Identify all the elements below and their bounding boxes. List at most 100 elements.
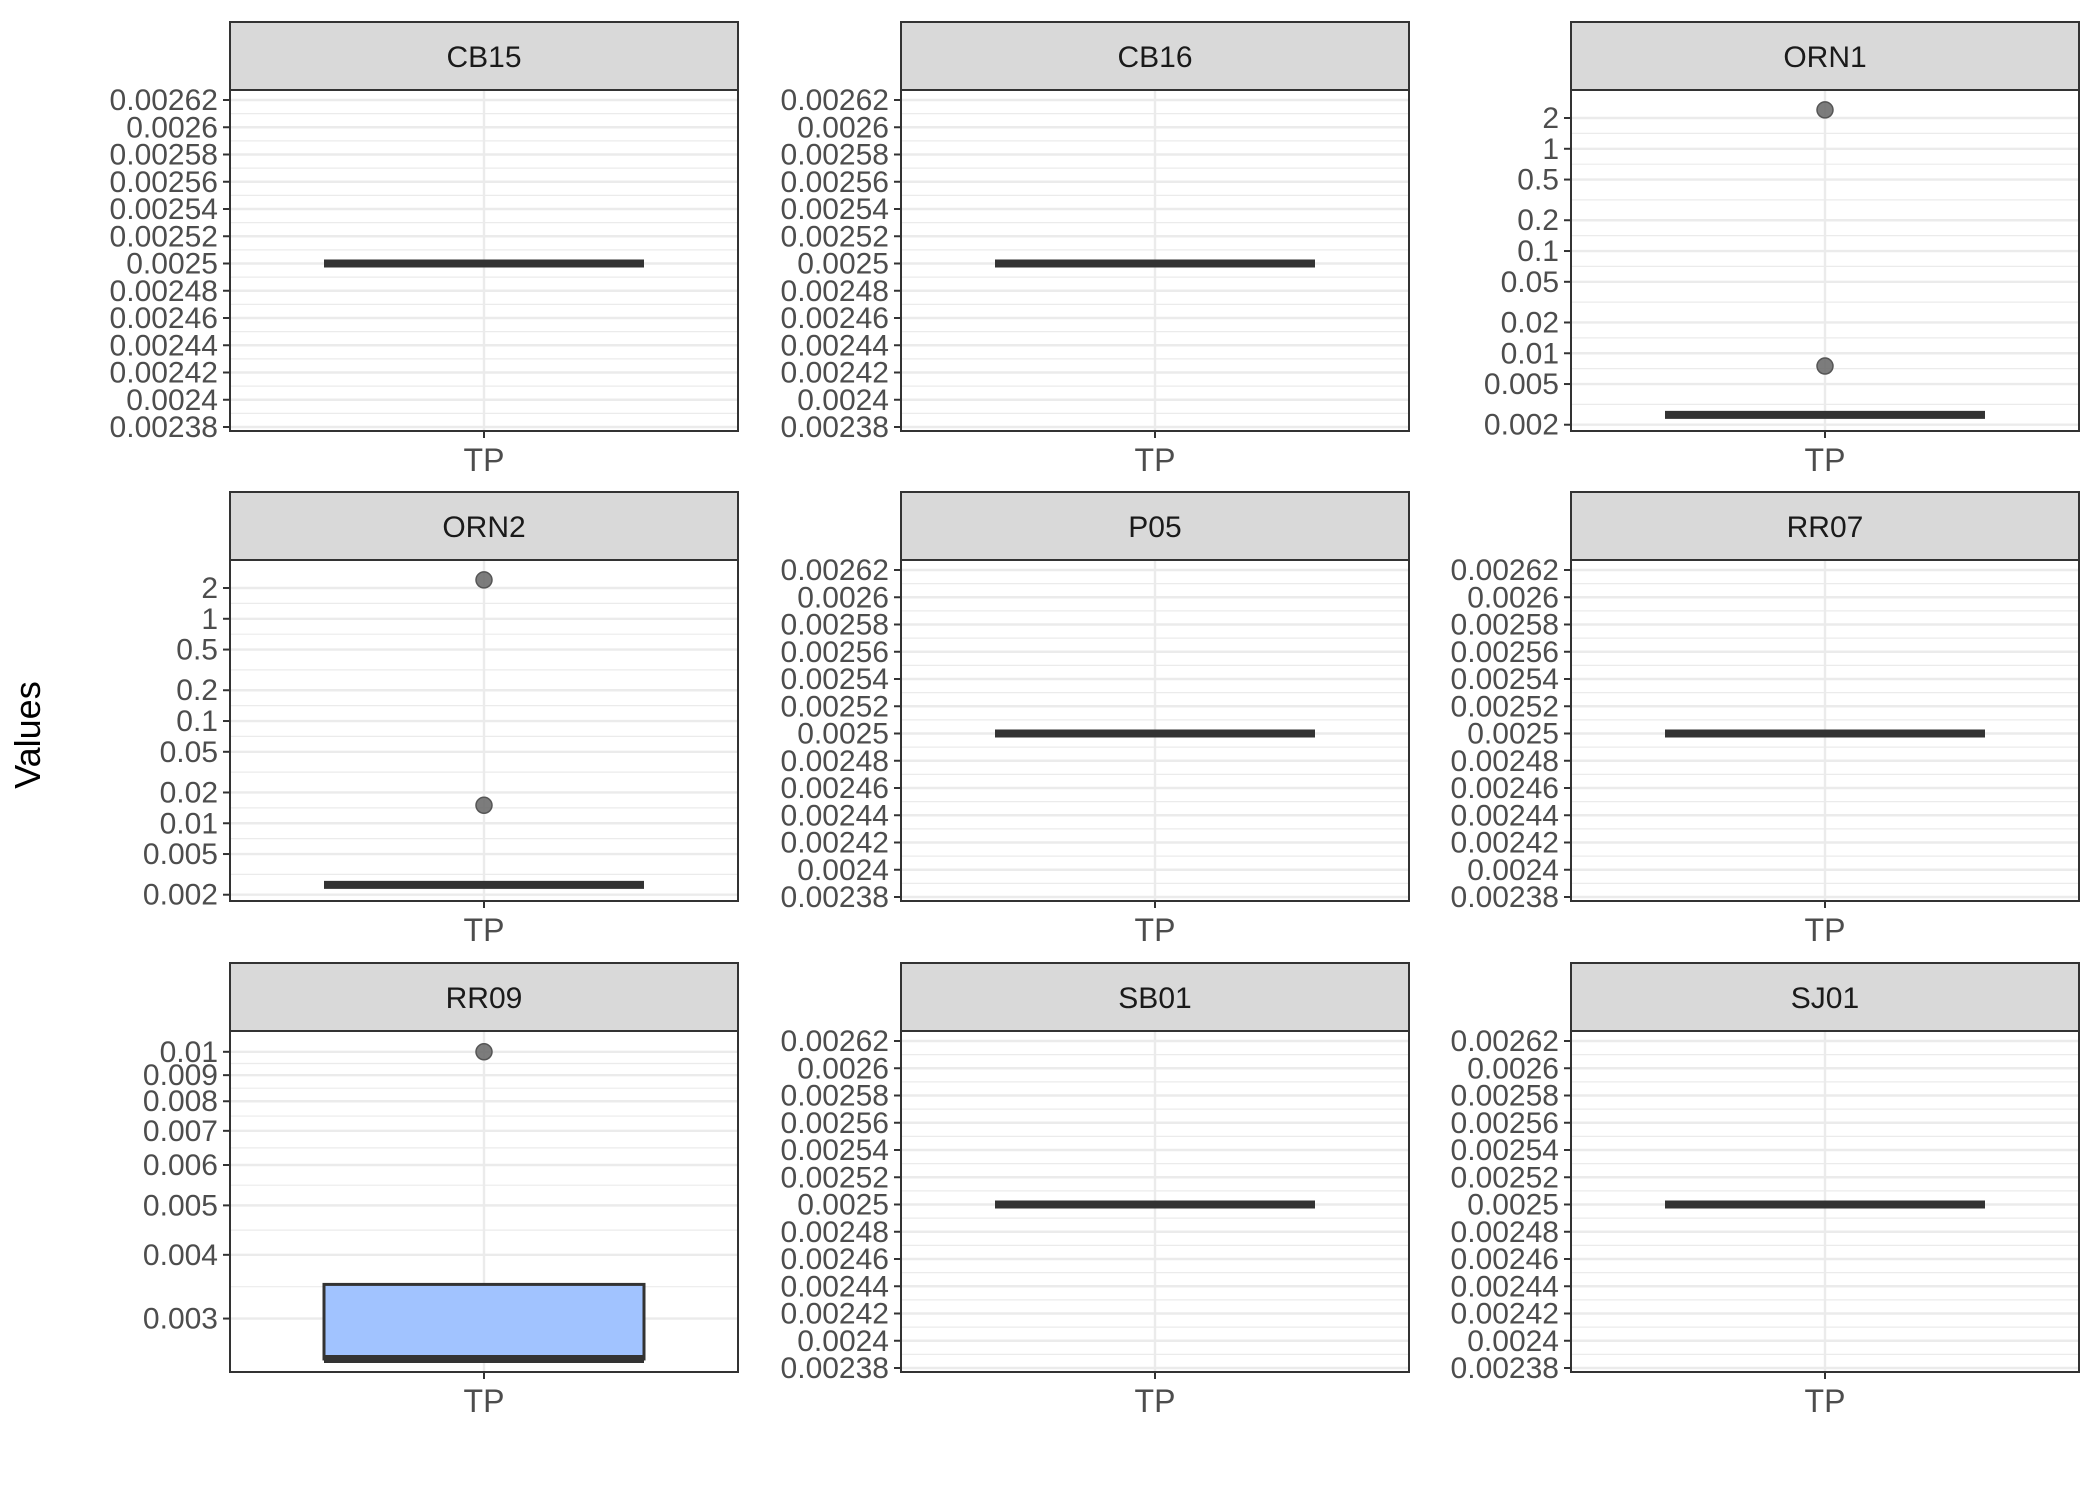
y-tick-label: 0.0025 — [797, 718, 889, 751]
y-tick-label: 0.02 — [160, 776, 218, 809]
y-tick-label: 0.00242 — [1451, 827, 1559, 860]
y-tick-label: 0.01 — [1501, 337, 1559, 370]
y-tick-label: 0.00246 — [110, 302, 218, 335]
facet-strip — [900, 962, 1410, 1032]
y-tick-label: 0.00252 — [1451, 1161, 1559, 1194]
y-tick-label: 0.00258 — [110, 139, 218, 172]
facet-strip-label: CB15 — [446, 41, 521, 74]
y-tick-label: 0.00258 — [781, 609, 889, 642]
y-tick-label: 0.0024 — [797, 1325, 889, 1358]
y-tick-label: 0.00242 — [781, 827, 889, 860]
y-tick-label: 0.0025 — [126, 248, 218, 281]
y-tick-label: 0.002 — [143, 879, 218, 912]
y-tick-label: 0.002 — [1484, 409, 1559, 442]
x-tick-label: TP — [1135, 442, 1176, 478]
y-tick-label: 0.00256 — [781, 166, 889, 199]
facet-strip — [1570, 491, 2080, 561]
y-tick-label: 0.00248 — [1451, 1216, 1559, 1249]
y-tick-label: 0.2 — [1517, 204, 1559, 237]
y-tick-label: 0.00262 — [110, 84, 218, 117]
y-tick-label: 0.05 — [160, 736, 218, 769]
y-tick-label: 0.0024 — [126, 384, 218, 417]
y-tick-label: 0.00254 — [110, 193, 218, 226]
y-tick-label: 0.00262 — [1451, 1025, 1559, 1058]
y-tick-label: 0.0025 — [797, 1189, 889, 1222]
y-tick-label: 0.5 — [1517, 164, 1559, 197]
y-tick-label: 0.05 — [1501, 266, 1559, 299]
y-tick-label: 0.00256 — [781, 1107, 889, 1140]
y-axis-title: Values — [7, 681, 48, 788]
y-tick-label: 0.02 — [1501, 306, 1559, 339]
y-tick-label: 0.00256 — [1451, 636, 1559, 669]
y-tick-label: 0.00254 — [781, 193, 889, 226]
y-tick-label: 0.009 — [143, 1059, 218, 1092]
y-tick-label: 0.01 — [160, 807, 218, 840]
facet-strip-label: ORN2 — [442, 511, 525, 544]
x-tick-label: TP — [464, 442, 505, 478]
y-tick-label: 0.007 — [143, 1115, 218, 1148]
facet-sb01: SB010.002380.00240.002420.002440.002460.… — [781, 962, 1410, 1419]
y-tick-label: 2 — [1542, 102, 1559, 135]
facet-sj01: SJ010.002380.00240.002420.002440.002460.… — [1451, 962, 2080, 1419]
facet-strip — [900, 491, 1410, 561]
facet-strip-label: P05 — [1128, 511, 1181, 544]
y-tick-label: 0.5 — [176, 634, 218, 667]
outlier-point — [475, 796, 493, 815]
y-tick-label: 0.00238 — [781, 1352, 889, 1385]
y-tick-label: 0.00248 — [781, 1216, 889, 1249]
facet-strip-label: RR09 — [446, 982, 523, 1015]
y-tick-label: 0.0025 — [797, 248, 889, 281]
y-tick-label: 0.00254 — [1451, 663, 1559, 696]
y-tick-label: 0.00258 — [781, 139, 889, 172]
y-tick-label: 0.00256 — [110, 166, 218, 199]
y-tick-label: 0.00258 — [1451, 1080, 1559, 1113]
y-tick-label: 0.00254 — [781, 663, 889, 696]
y-tick-label: 0.00244 — [1451, 1270, 1559, 1303]
y-tick-label: 0.00246 — [781, 302, 889, 335]
y-tick-label: 0.004 — [143, 1239, 218, 1272]
facet-strip — [229, 491, 739, 561]
x-tick-label: TP — [464, 1383, 505, 1419]
y-tick-label: 0.0026 — [1467, 1052, 1559, 1085]
y-tick-label: 0.008 — [143, 1085, 218, 1118]
facet-strip-label: RR07 — [1787, 511, 1864, 544]
y-tick-label: 0.00256 — [781, 636, 889, 669]
y-tick-label: 0.0024 — [1467, 854, 1559, 887]
y-tick-label: 0.00262 — [781, 1025, 889, 1058]
y-tick-label: 0.00244 — [781, 1270, 889, 1303]
y-tick-label: 0.00248 — [781, 275, 889, 308]
y-tick-label: 0.005 — [143, 838, 218, 871]
y-tick-label: 0.00238 — [1451, 881, 1559, 914]
y-tick-label: 0.2 — [176, 674, 218, 707]
facet-strip-label: SB01 — [1118, 982, 1191, 1015]
outlier-point — [1816, 357, 1834, 375]
y-tick-label: 0.00238 — [781, 411, 889, 444]
y-tick-label: 0.00248 — [110, 275, 218, 308]
y-tick-label: 0.00238 — [1451, 1352, 1559, 1385]
y-tick-label: 0.00246 — [1451, 1243, 1559, 1276]
y-tick-label: 0.00246 — [781, 772, 889, 805]
y-tick-label: 0.00252 — [781, 690, 889, 723]
facet-rr07: RR070.002380.00240.002420.002440.002460.… — [1451, 491, 2080, 948]
facet-strip — [1570, 962, 2080, 1032]
y-tick-label: 0.0026 — [1467, 581, 1559, 614]
facet-cb16: CB160.002380.00240.002420.002440.002460.… — [781, 21, 1410, 478]
facet-strip — [229, 962, 739, 1032]
y-tick-label: 0.0026 — [126, 111, 218, 144]
y-tick-label: 0.00242 — [110, 357, 218, 390]
y-tick-label: 0.00262 — [781, 554, 889, 587]
x-tick-label: TP — [1805, 442, 1846, 478]
y-tick-label: 0.00262 — [781, 84, 889, 117]
y-tick-label: 0.0024 — [797, 854, 889, 887]
y-tick-label: 0.00238 — [781, 881, 889, 914]
y-tick-label: 0.00242 — [781, 357, 889, 390]
y-tick-label: 0.00244 — [110, 329, 218, 362]
y-tick-label: 0.00254 — [1451, 1134, 1559, 1167]
x-tick-label: TP — [1135, 1383, 1176, 1419]
outlier-point — [475, 1043, 493, 1061]
y-tick-label: 0.0026 — [797, 581, 889, 614]
y-tick-label: 0.01 — [160, 1036, 218, 1069]
